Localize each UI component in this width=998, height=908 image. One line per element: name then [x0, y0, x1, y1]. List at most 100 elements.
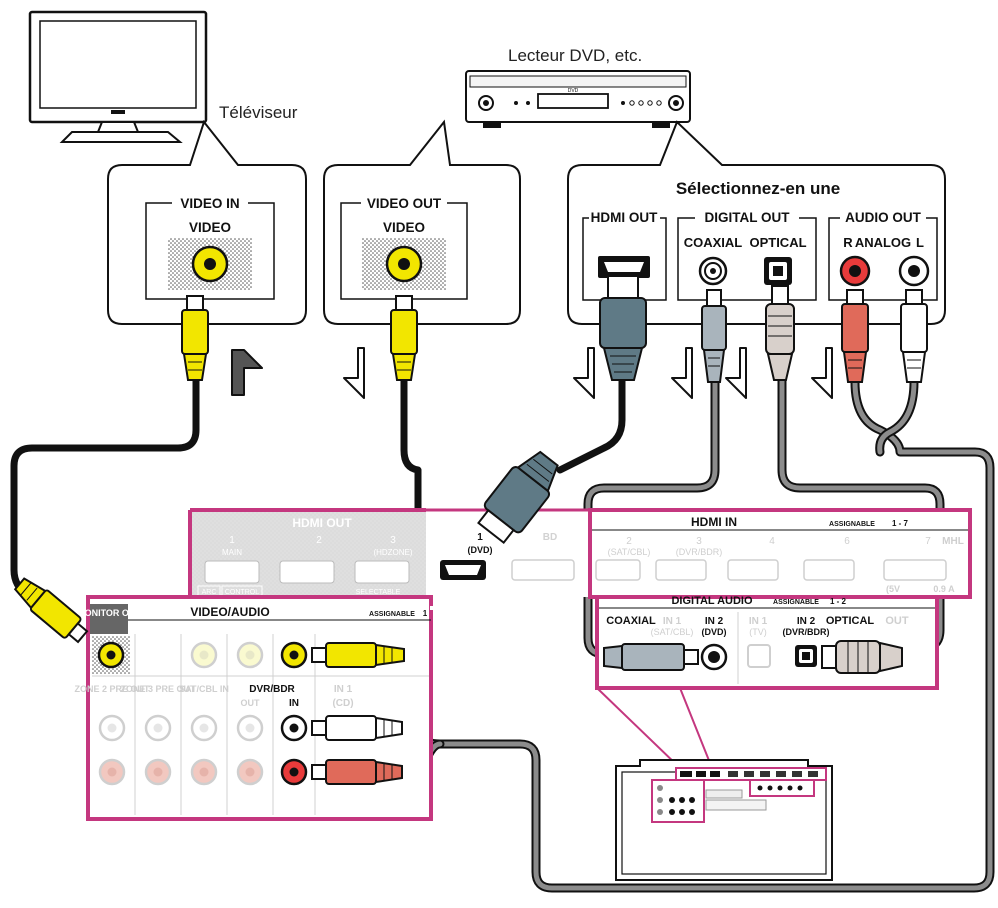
coax-in2-sub: (DVD) [702, 627, 727, 637]
video-out-group-label: VIDEO OUT [367, 196, 442, 211]
dvrbdr-out-label: OUT [241, 698, 261, 708]
source-audio-analog-label: ANALOG [855, 235, 911, 250]
receiver-digital-audio-panel: DIGITAL AUDIO ASSIGNABLE 1 - 2 COAXIAL I… [595, 595, 939, 690]
coaxial-plug-icon [701, 289, 727, 383]
hdmi-out-port1: 1 [229, 535, 235, 546]
hdmi-in-port3-num: 3 [696, 536, 702, 547]
television-icon [28, 10, 208, 143]
hdmi-in-power-rest: 0.9 A [933, 584, 955, 594]
source-audio-r-label: R [843, 235, 853, 250]
dvd-logo: DVD [568, 88, 579, 94]
source-hdmi-out-jack[interactable] [598, 256, 650, 278]
hdmi-in-port2-label: (SAT/CBL) [608, 547, 651, 557]
coax-in1-label: IN 1 [663, 616, 682, 627]
hdmi-in-port-5[interactable] [803, 559, 855, 581]
hdmi-out-port-1[interactable] [204, 560, 260, 584]
coax-in2-label: IN 2 [705, 616, 724, 627]
hdmi-in-bd-label: BD [543, 532, 557, 543]
hdmi-in-port-7[interactable] [883, 559, 947, 581]
hdmi-in-port-bd[interactable] [511, 559, 575, 581]
hdmi-in-port7-num: 7 [925, 536, 931, 547]
hdmi-out-port3: 3 [390, 535, 396, 546]
source-audio-l-jack[interactable] [898, 255, 930, 287]
tv-video-jack-label: VIDEO [189, 220, 231, 235]
hdmi-out-selectable: SELECTABLE [356, 589, 401, 596]
hdmi-plug-icon [599, 275, 647, 381]
source-optical-jack[interactable] [764, 257, 792, 285]
video-out-jack-label: VIDEO [383, 220, 425, 235]
receiver-hdmi-out-panel: HDMI OUT 1 MAIN 2 3 (HDZONE) ARC CONTROL… [190, 510, 426, 597]
video-audio-assignable: ASSIGNABLE [369, 611, 415, 618]
hdmi-in-port3-label: (DVR/BDR) [676, 547, 723, 557]
tv-video-in-group-label: VIDEO IN [180, 196, 239, 211]
hdmi-in-title: HDMI IN [691, 515, 737, 529]
hdmi-in-assignable-range: 1 - 7 [892, 519, 909, 528]
flow-arrow-icon [231, 347, 833, 399]
tv-label: Téléviseur [219, 103, 298, 122]
dvd-player-icon: DVD [465, 70, 691, 128]
hdmi-out-port1-sub: MAIN [222, 548, 242, 557]
opt-in2-label: IN 2 [797, 616, 816, 627]
source-audio-l-label: L [916, 235, 924, 250]
optical-plug-icon [765, 285, 795, 381]
cd-label: (CD) [332, 698, 353, 709]
hdmi-out-port3-sub: (HDZONE) [373, 548, 412, 557]
source-hdmi-out-label: HDMI OUT [591, 210, 658, 225]
rca-plug-icon [13, 577, 89, 644]
rca-plug-icon [181, 295, 209, 381]
hdmi-in-port-3[interactable] [655, 559, 707, 581]
dvd-label: Lecteur DVD, etc. [508, 46, 642, 65]
in1-label: IN 1 [334, 684, 353, 695]
monitor-out-label: MONITOR OUT [77, 608, 141, 618]
receiver-hdmi-in-panel: HDMI IN ASSIGNABLE 1 - 7 2 (SAT/CBL) 3 (… [588, 508, 972, 599]
opt-in1-sub: (TV) [749, 627, 767, 637]
zone3-label: ZONE 3 PRE OUT [120, 684, 196, 694]
rca-plug-icon [390, 295, 418, 381]
hdmi-out-port-3[interactable] [354, 560, 410, 584]
hdmi-in-port4-num: 4 [769, 536, 775, 547]
hdmi-out-title: HDMI OUT [292, 516, 352, 530]
digital-out-label: OUT [885, 615, 909, 627]
rca-plug-icon [841, 289, 869, 383]
hdmi-in-port-2[interactable] [595, 559, 641, 581]
rca-plug-icon [900, 289, 928, 383]
rca-plug-icon [311, 759, 403, 785]
video-audio-assignable-num: 1 [423, 609, 428, 618]
digital-audio-assignable: ASSIGNABLE [773, 599, 819, 606]
digital-audio-title: DIGITAL AUDIO [671, 595, 753, 607]
digital-optical-label: OPTICAL [826, 615, 875, 627]
hdmi-out-arc: ARC [202, 589, 217, 596]
optical-plug-icon [821, 640, 903, 674]
digital-coaxial-label: COAXIAL [606, 615, 656, 627]
video-audio-title: VIDEO/AUDIO [190, 605, 269, 619]
coax-in1-sub: (SAT/CBL) [651, 627, 694, 637]
hdmi-in-port-4[interactable] [727, 559, 779, 581]
opt-in2-sub: (DVR/BDR) [783, 627, 830, 637]
satcbl-label: SAT/CBL IN [179, 684, 229, 694]
source-audio-out-label: AUDIO OUT [845, 210, 922, 225]
hdmi-in-power-label: (5V [886, 584, 900, 594]
receiver-rear-panel-icon [596, 687, 833, 881]
opt-in1-jack[interactable] [747, 644, 771, 668]
source-optical-label: OPTICAL [749, 235, 806, 250]
dvrbdr-in-label: IN [289, 698, 299, 709]
zone2-label: ZONE 2 PRE OUT [74, 684, 150, 694]
hdmi-out-control: CONTROL [225, 589, 259, 596]
source-audio-r-jack[interactable] [839, 255, 871, 287]
hdmi-in-port1-num: 1 [477, 532, 483, 543]
source-select-title: Sélectionnez-en une [676, 179, 840, 198]
hdmi-in-assignable: ASSIGNABLE [829, 521, 875, 528]
hdmi-in-port1-label: (DVD) [468, 545, 493, 555]
opt-in1-label: IN 1 [749, 616, 768, 627]
source-coaxial-jack[interactable] [698, 256, 728, 286]
hdmi-out-port-2[interactable] [279, 560, 335, 584]
source-video-out-callout: VIDEO OUT VIDEO [323, 119, 521, 325]
digital-audio-assignable-range: 1 - 2 [830, 597, 847, 606]
source-outputs-callout: Sélectionnez-en une HDMI OUT DIGITAL OUT… [567, 120, 946, 325]
hdmi-plug-icon [477, 450, 559, 545]
hdmi-in-port6-num: 6 [844, 536, 850, 547]
tv-video-in-callout: VIDEO IN VIDEO [107, 119, 307, 325]
source-digital-out-label: DIGITAL OUT [705, 210, 791, 225]
